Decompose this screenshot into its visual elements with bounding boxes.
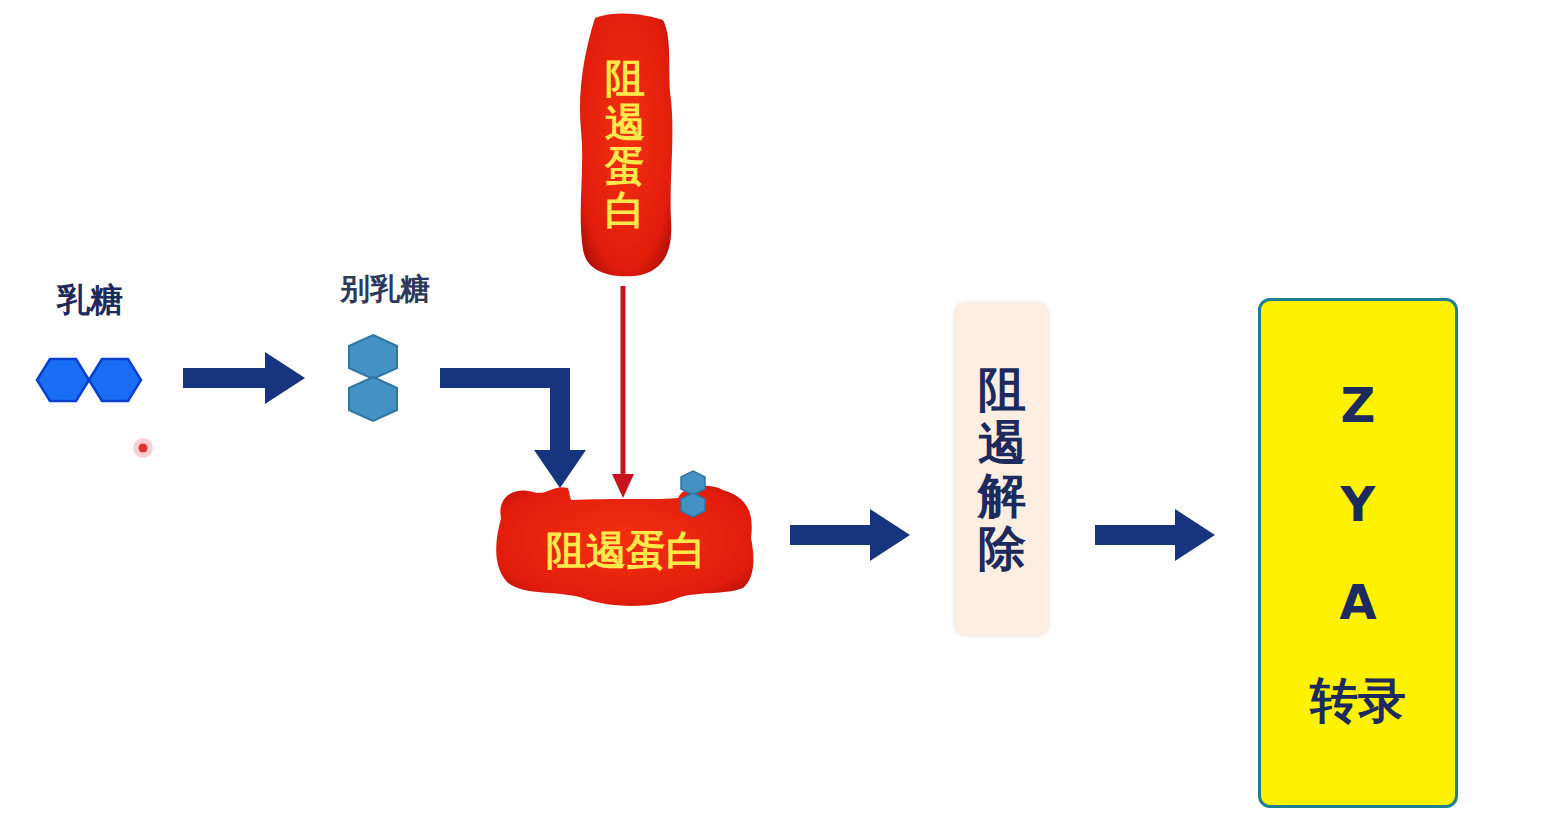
derepression-box: 阻遏解除 — [955, 303, 1048, 635]
arrow-head — [870, 509, 910, 561]
node-label: Z Y A 转录 — [1303, 356, 1413, 750]
pointer-core — [139, 444, 148, 453]
hexagon — [681, 493, 705, 517]
allolactose-molecule — [349, 335, 397, 421]
hexagon — [349, 335, 397, 379]
node-label: 阻遏解除 — [978, 363, 1026, 574]
arrow-head — [1175, 509, 1215, 561]
bound-allolactose — [681, 471, 705, 517]
arrow-shaft — [183, 368, 267, 388]
lactose-node: 乳糖 — [35, 281, 145, 411]
pointer-halo — [133, 438, 153, 458]
flow-arrow — [790, 509, 910, 561]
arrow-head — [612, 474, 634, 498]
allolactose-node: 别乳糖 — [320, 272, 450, 427]
flow-arrow — [1095, 509, 1215, 561]
flow-arrow — [183, 352, 305, 404]
flow-arrow — [440, 378, 586, 488]
node-label: 阻遏蛋白 — [605, 56, 645, 232]
arrow-shaft — [790, 525, 872, 545]
hexagon — [89, 359, 141, 401]
node-label: 乳糖 — [57, 281, 123, 319]
repressor-inducer-complex: 阻遏蛋白 — [493, 478, 758, 610]
arrow-shaft — [621, 286, 626, 476]
transcription-box: Z Y A 转录 — [1258, 298, 1458, 808]
lactose-molecule — [37, 359, 141, 401]
hexagon — [37, 359, 89, 401]
node-label: 别乳糖 — [340, 272, 430, 307]
flow-arrow — [612, 286, 634, 498]
arrow-head — [265, 352, 305, 404]
arrow-head — [534, 450, 586, 488]
hexagon — [681, 471, 705, 495]
arrow-shaft — [1095, 525, 1177, 545]
repressor-blob: 阻遏蛋白 — [575, 10, 675, 278]
arrow-shaft — [440, 378, 560, 452]
hexagon — [349, 377, 397, 421]
node-label: 阻遏蛋白 — [546, 527, 706, 573]
protein-shape — [580, 14, 672, 277]
pointer-dot — [133, 438, 153, 458]
protein-shape — [496, 486, 753, 606]
